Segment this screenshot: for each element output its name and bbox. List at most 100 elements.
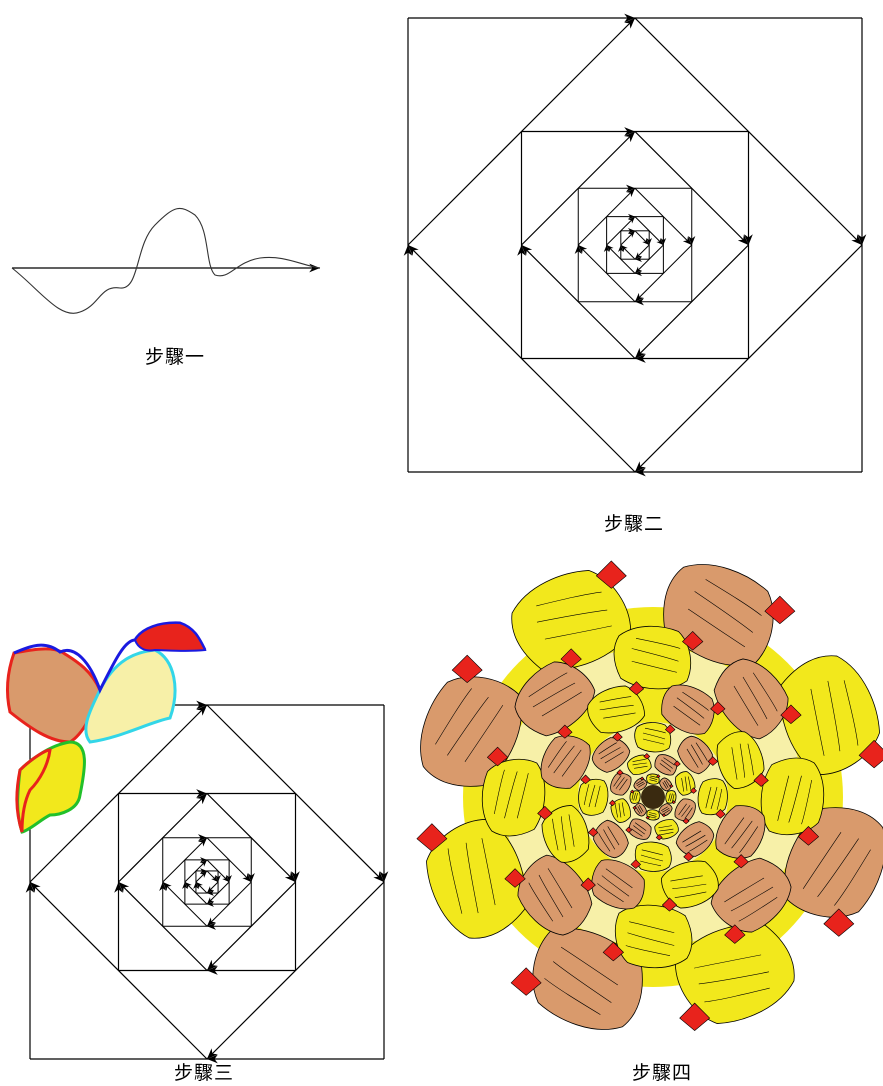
step4-tile: [517, 854, 593, 936]
step4-red-head: [587, 827, 599, 837]
step4-red-head: [645, 815, 650, 820]
step4-red-head: [451, 654, 483, 684]
step4-tile: [716, 731, 765, 789]
step4-tile: [541, 805, 590, 863]
step1-diagram: [11, 207, 321, 314]
step4-red-head: [486, 746, 509, 767]
step4-tile: [760, 757, 825, 836]
step2-diamond-edge: [634, 244, 650, 260]
step4-red-head: [628, 681, 645, 696]
step4-red-head: [823, 908, 855, 937]
step4-tile: [646, 809, 660, 821]
step4-tile: [628, 818, 652, 840]
step4-red-head: [612, 731, 623, 742]
step4-red-head: [690, 787, 697, 794]
step4-red-head: [630, 789, 635, 794]
step4-tile: [634, 841, 672, 872]
step4-tile: [646, 773, 660, 785]
step4-tile: [540, 735, 591, 789]
step4-tile: [710, 857, 792, 933]
step4-tile: [610, 772, 632, 796]
step4-red-head: [632, 805, 637, 810]
step4-red-head: [780, 704, 802, 725]
step4-tile: [634, 722, 672, 753]
step4-red-head: [683, 851, 694, 862]
step4-red-head: [724, 924, 746, 944]
step4-red-head: [416, 823, 448, 852]
step4-red-head: [673, 760, 681, 767]
step2-diamond-edge: [620, 244, 636, 260]
step4-tile: [677, 735, 713, 775]
step4-red-head: [616, 769, 624, 776]
step3-diagram: [5, 621, 389, 1064]
step4-red-head: [733, 854, 749, 869]
step4-red-head: [609, 799, 616, 807]
step4-tile: [654, 819, 679, 840]
step4-tile: [614, 904, 693, 969]
step4-tile: [627, 754, 652, 775]
step4-tile: [675, 771, 696, 796]
step4-red-head: [656, 774, 661, 779]
step4-red-head: [764, 595, 796, 625]
step4-red-head: [710, 701, 726, 716]
step4-center: [641, 785, 665, 809]
step2-diamond-edge: [620, 230, 636, 246]
step4-tile: [613, 625, 692, 690]
step4-red-head: [753, 772, 769, 787]
step4-red-head: [580, 877, 596, 892]
step4-red-head: [858, 739, 883, 769]
step3-cream-piece: [84, 648, 177, 744]
step3-diamond-edge: [195, 870, 208, 883]
step3-diamond-edge: [206, 881, 219, 894]
step4-tile: [610, 798, 631, 823]
step4-red-head: [602, 941, 624, 962]
step4-tile: [587, 685, 645, 734]
step3-red-claw: [15, 748, 52, 833]
step4-tile: [659, 777, 673, 792]
step4-red-head: [679, 1002, 711, 1032]
step4-red-head: [655, 834, 663, 841]
step2-diagram: [403, 13, 867, 477]
step4-tile: [591, 859, 645, 910]
step2-diamond-edge: [634, 230, 650, 246]
step4-red-head: [625, 826, 633, 833]
step4-red-head: [560, 648, 582, 668]
step4-tile: [591, 737, 631, 773]
step4-tile: [665, 790, 677, 804]
step3-caption: 步驟三: [174, 1062, 235, 1084]
step4-tile: [697, 778, 728, 816]
step4-red-head: [661, 897, 678, 912]
step3-yellow-piece: [16, 740, 86, 834]
step4-tile: [593, 819, 629, 859]
step2-caption: 步驟二: [604, 513, 665, 535]
step4-tessellation: [416, 560, 883, 1032]
step4-red-head: [643, 753, 651, 760]
step4-red-head: [682, 630, 704, 651]
step4-red-head: [504, 868, 526, 888]
step4-tile: [713, 658, 789, 740]
step3-diamond-edge: [206, 870, 219, 883]
step3-red-head: [133, 621, 207, 652]
step4-red-head: [715, 808, 726, 819]
step4-red-head: [557, 724, 573, 739]
step4-red-head: [682, 817, 690, 825]
step4-red-head: [669, 783, 674, 788]
step4-red-head: [595, 560, 627, 589]
step4-tile: [578, 778, 609, 816]
step4-red-head: [664, 724, 676, 734]
step4-tile: [654, 754, 678, 776]
step4-tile: [514, 661, 596, 737]
step4-red-head: [671, 800, 676, 805]
step4-tile: [675, 821, 715, 857]
step4-tile: [715, 805, 766, 859]
step4-red-head: [797, 826, 820, 846]
step4-red-head: [661, 813, 667, 818]
step4-tile: [629, 790, 641, 804]
step4-tile: [674, 798, 696, 822]
step1-caption: 步驟一: [145, 346, 206, 368]
step3-tile-motif: [5, 621, 207, 834]
step4-tile: [661, 684, 715, 735]
step4-caption: 步驟四: [632, 1062, 693, 1084]
step4-red-head: [639, 776, 645, 781]
